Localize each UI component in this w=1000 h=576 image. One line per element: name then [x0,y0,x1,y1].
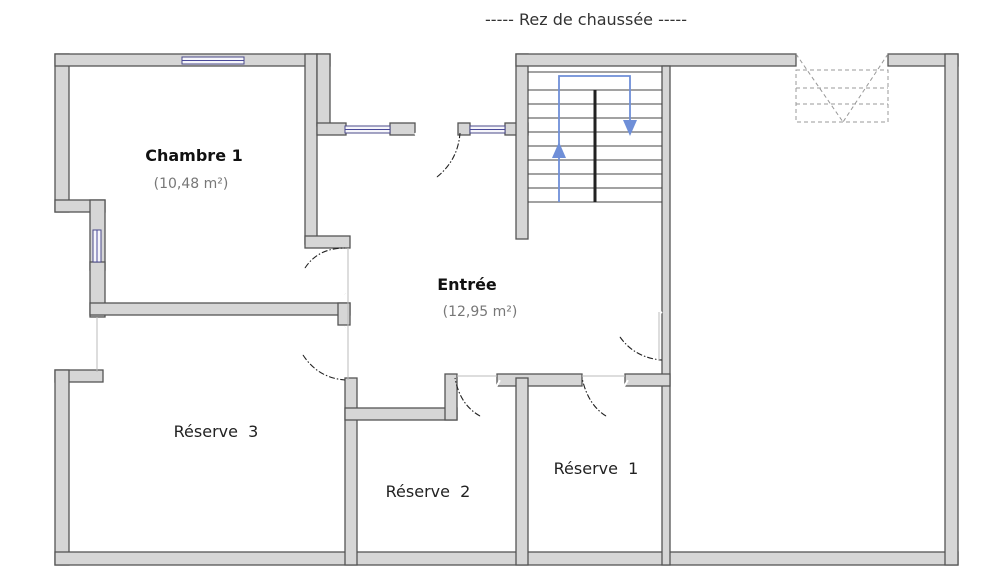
door-garage [619,311,663,361]
door-reserve-1 [581,377,629,417]
wall-entree-top-left [316,122,347,136]
room-area-chambre-1: (10,48 m²) [154,176,229,192]
wall-reserve3-right [344,377,358,566]
door-reserve-3 [302,326,346,381]
walls [54,53,959,566]
wall-top-right [515,53,797,67]
window-entree-top-right [469,125,506,134]
wall-reserve3-right-top [337,302,351,326]
window-chambre-left [92,229,102,263]
doors [302,132,663,417]
window-entree-top-left [344,125,391,134]
room-name-reserve-2: Réserve 2 [386,482,471,501]
wall-garage-divider [661,65,671,566]
wall-reserve2-right [515,377,529,566]
windows [92,56,506,372]
wall-right-outer [944,53,959,566]
room-area-entree: (12,95 m²) [443,304,518,320]
wall-chambre-bottom [89,302,351,316]
wall-chambre-right [304,53,318,245]
stair-path-arrow [558,75,631,202]
staircase [528,71,662,203]
room-name-entree: Entrée [437,275,497,294]
door-reserve-2 [454,377,501,417]
door-chambre-1 [304,247,346,295]
room-name-reserve-1: Réserve 1 [554,459,639,478]
wall-right-upper-step [316,53,331,127]
wall-stair-left [515,53,529,240]
down-arrow-icon [623,120,637,136]
up-arrow-icon [552,142,566,158]
room-name-reserve-3: Réserve 3 [174,422,259,441]
wall-entree-left-stub [304,235,351,249]
wall-entree-bottom-left [344,407,458,421]
wall-left-outer [54,53,70,213]
wall-entree-bottom-stub [444,373,458,421]
wall-entree-bottom-mid [496,373,583,387]
wall-bottom [54,551,959,566]
door-front-entrance [414,132,461,178]
plan-title: ----- Rez de chaussée ----- [485,10,687,29]
wall-left-lower [54,369,70,566]
window-chambre-top [181,56,245,65]
wall-entree-top-mid [389,122,416,136]
upper-stair-outline [795,53,889,123]
room-name-chambre-1: Chambre 1 [145,146,243,165]
wall-entree-bottom-right [624,373,671,387]
